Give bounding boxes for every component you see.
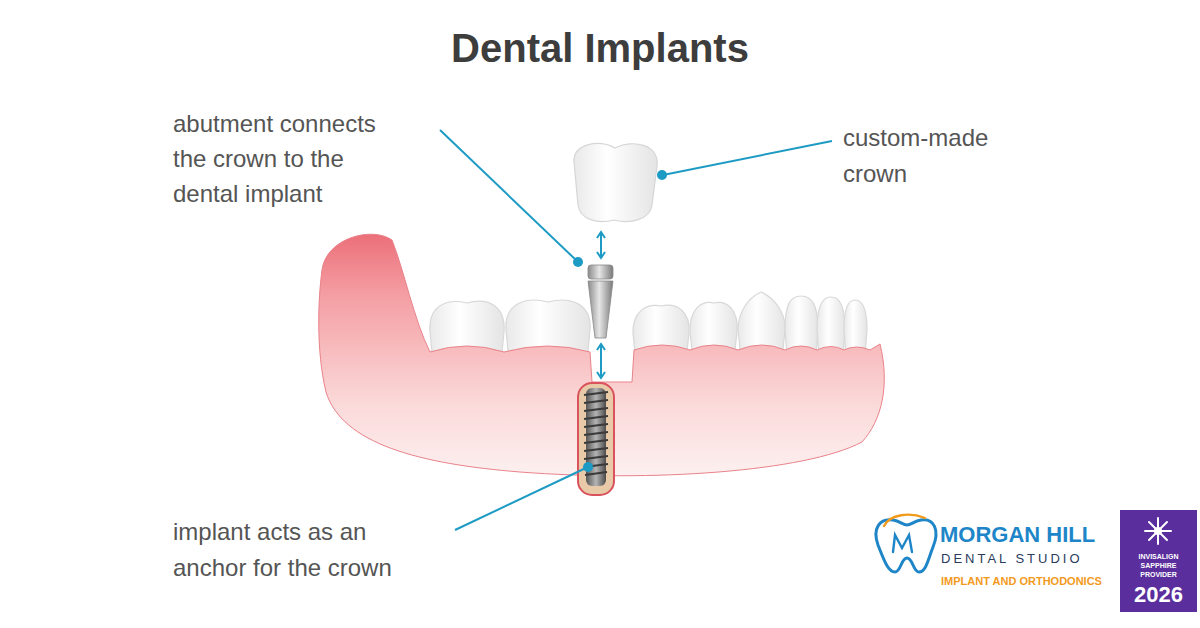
callout-label: implant acts as an anchor for the crown [173,514,413,586]
badge-text: SAPPHIRE [1120,561,1197,570]
logo-icon [876,515,936,572]
logo-name: MORGAN HILL [940,523,1095,547]
badge-text: PROVIDER [1120,570,1197,579]
badge-year: 2026 [1120,582,1197,608]
logo-subtitle: DENTAL STUDIO [941,551,1083,567]
implant-screw [584,388,608,486]
leader-dots [573,170,667,472]
crown [574,144,657,222]
diagram-title: Dental Implants [0,24,1200,72]
abutment [588,265,613,338]
badge-text: INVISALIGN [1120,552,1197,561]
bone-socket [578,383,614,495]
provider-badge [1120,510,1197,612]
assembly-arrows [597,232,605,378]
logo-tagline: IMPLANT AND ORTHODONICS [941,574,1102,588]
leader-lines [440,130,832,530]
callout-label: custom-made crown [843,120,1023,192]
badge-icon-center [1154,527,1162,535]
badge-icon [1145,518,1171,544]
callout-label: abutment connects the crown to the denta… [173,106,398,211]
